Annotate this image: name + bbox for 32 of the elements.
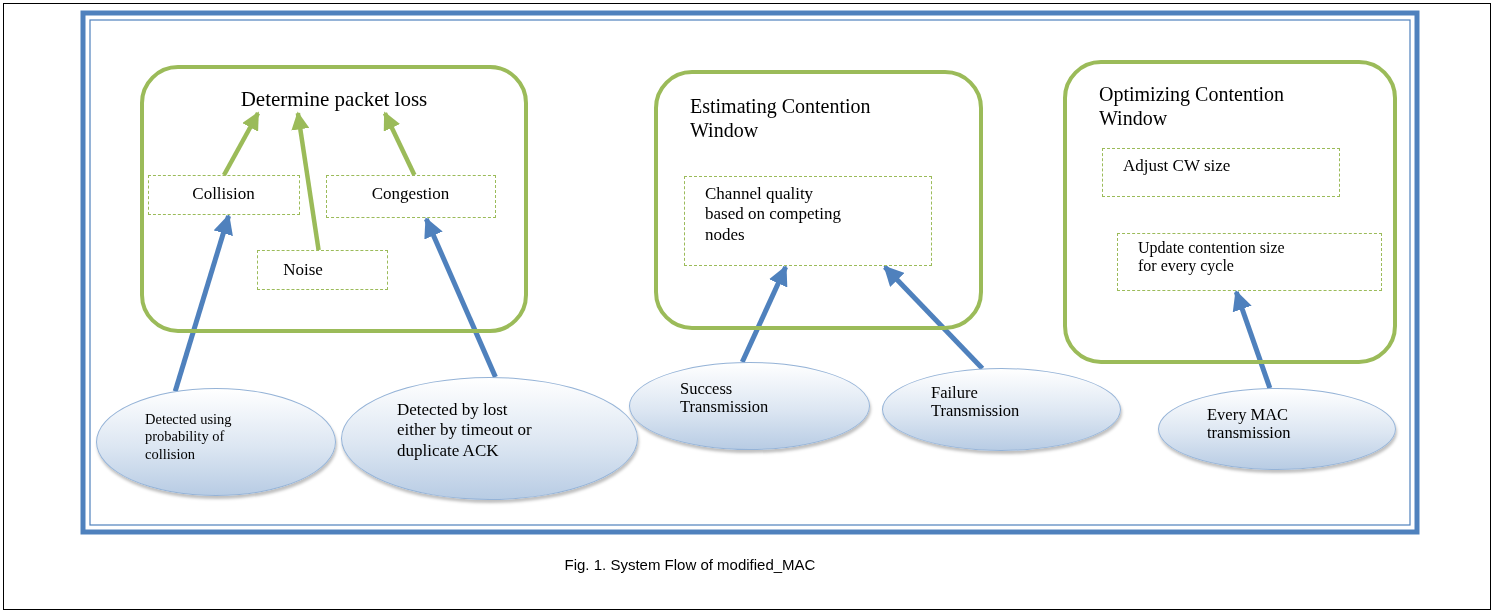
process-box xyxy=(684,176,932,266)
figure-caption: Fig. 1. System Flow of modified_MAC xyxy=(563,556,817,573)
group-heading: Determine packet loss xyxy=(239,87,429,113)
arrow xyxy=(382,111,417,176)
arrow xyxy=(740,265,788,364)
arrow xyxy=(883,265,985,371)
node-label: Every MAC transmission xyxy=(1207,406,1292,443)
node-label: Failure Transmission xyxy=(931,384,1021,421)
node-label: Success Transmission xyxy=(680,380,770,417)
node-label: Update contention size for every cycle xyxy=(1138,239,1286,276)
node-label: Detected using probability of collision xyxy=(145,411,233,464)
group-box xyxy=(1063,60,1397,364)
arrow xyxy=(424,217,498,379)
arrow xyxy=(222,111,260,177)
node-label: Congestion xyxy=(370,184,451,205)
node-label: Adjust CW size xyxy=(1123,156,1232,177)
group-heading: Optimizing Contention Window xyxy=(1099,82,1285,130)
node-label: Channel quality based on competing nodes xyxy=(705,184,842,246)
process-box xyxy=(1102,148,1340,197)
arrow xyxy=(291,111,321,251)
arrow xyxy=(1232,290,1273,389)
process-box xyxy=(326,175,496,218)
group-box xyxy=(654,70,983,330)
node-label: Noise xyxy=(282,260,324,281)
group-box xyxy=(140,65,528,333)
node-label: Detected by lost either by timeout or duplicate ACK xyxy=(397,400,533,462)
process-box xyxy=(257,250,388,290)
arrow xyxy=(172,214,233,392)
group-heading: Estimating Contention Window xyxy=(690,94,872,142)
process-box xyxy=(148,175,300,215)
process-box xyxy=(1117,233,1382,291)
node-label: Collision xyxy=(191,184,256,205)
